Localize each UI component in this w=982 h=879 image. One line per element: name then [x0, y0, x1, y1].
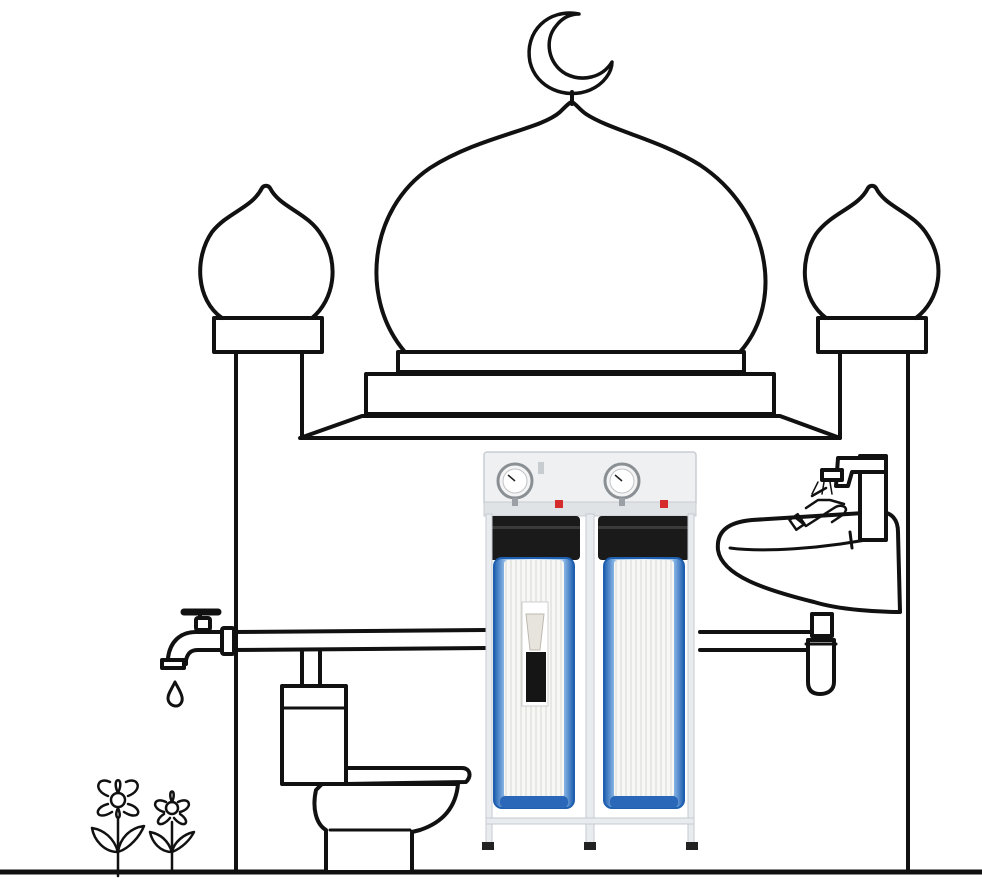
valve-red-right	[660, 500, 668, 508]
dome-base-top	[398, 352, 744, 372]
sink-icon	[718, 456, 900, 694]
flower-icon-2	[150, 792, 194, 873]
right-minaret-dome	[805, 186, 939, 318]
filter-cap-left	[488, 516, 580, 560]
tap-icon	[162, 612, 234, 668]
water-filter-system	[482, 452, 698, 850]
crescent-moon-icon	[529, 13, 612, 93]
pipe-left-top	[232, 630, 486, 632]
filter-cartridge-right	[614, 560, 674, 798]
flower-icon-1	[92, 780, 144, 876]
dome-base-bottom	[366, 374, 774, 414]
filter-stand	[486, 514, 492, 844]
pipe-left-bottom	[232, 648, 486, 650]
valve-red-left	[555, 500, 563, 508]
carbon-block-icon	[526, 652, 546, 702]
main-dome	[376, 102, 765, 352]
left-minaret-cap	[214, 318, 322, 352]
roof	[300, 416, 840, 438]
filter-cap-right	[598, 516, 690, 560]
water-drop-icon	[168, 682, 182, 706]
toilet-icon	[282, 686, 469, 872]
right-minaret-cap	[818, 318, 926, 352]
left-minaret-dome	[200, 186, 332, 318]
